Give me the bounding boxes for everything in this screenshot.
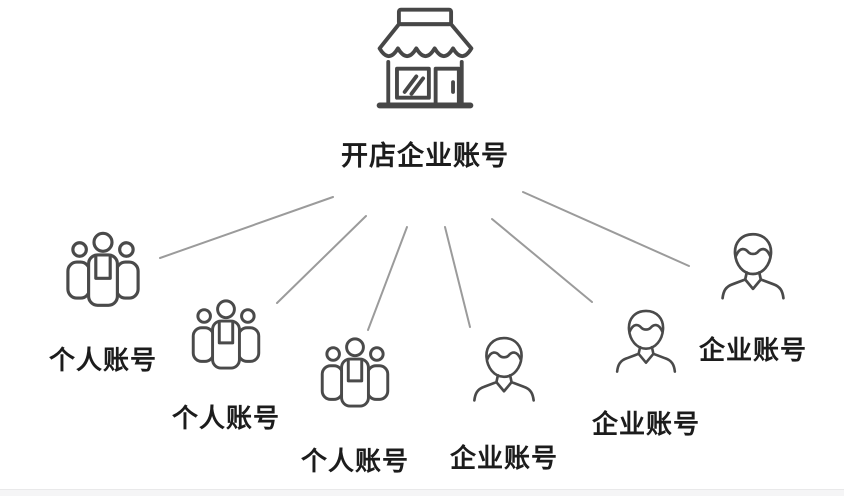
node-label: 个人账号 (171, 403, 280, 433)
connector-line (491, 218, 593, 303)
connector-line (444, 226, 471, 328)
storefront-icon (376, 7, 474, 109)
node-enterprise-1: 企业账号 (438, 330, 570, 475)
connector-line (367, 226, 408, 331)
person-icon (721, 232, 785, 300)
node-label: 企业账号 (591, 409, 700, 439)
node-personal-3: 个人账号 (289, 332, 421, 478)
node-personal-1: 个人账号 (37, 226, 169, 377)
connector-line (159, 196, 334, 259)
bottom-bar (0, 489, 844, 496)
node-enterprise-2: 企业账号 (580, 303, 712, 441)
person-icon (473, 336, 535, 402)
node-label: 个人账号 (300, 446, 409, 476)
root-node: 开店企业账号 (305, 0, 545, 173)
people-group-icon (191, 299, 261, 370)
node-label: 企业账号 (698, 335, 807, 365)
node-label: 企业账号 (449, 443, 558, 473)
people-group-icon (66, 231, 140, 307)
node-label: 个人账号 (48, 345, 157, 375)
people-group-icon (320, 337, 390, 408)
person-icon (615, 309, 677, 373)
connector-line (276, 215, 367, 304)
connector-line (522, 191, 690, 267)
node-enterprise-3: 企业账号 (687, 226, 819, 367)
root-label: 开店企业账号 (341, 141, 509, 171)
node-personal-2: 个人账号 (160, 294, 292, 435)
